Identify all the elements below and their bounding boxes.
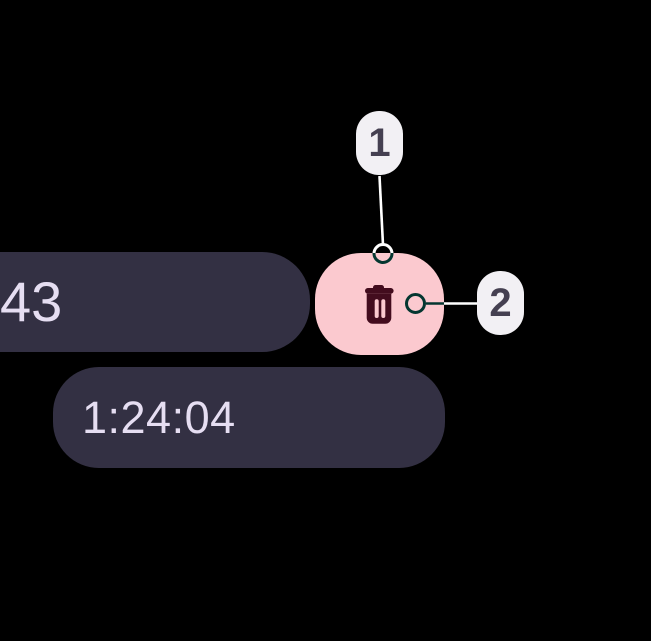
callout-badge-2-number: 2 <box>489 281 512 325</box>
recording-duration-text: 1:24:04 <box>82 392 236 443</box>
elapsed-time-text: 43 <box>0 270 63 333</box>
elapsed-time-pill: 43 <box>0 252 310 352</box>
trash-icon <box>365 284 394 324</box>
callout-badge-1-number: 1 <box>368 121 391 165</box>
callout-1-connector-line <box>378 175 385 246</box>
callout-badge-1: 1 <box>356 111 403 175</box>
recording-duration-pill: 1:24:04 <box>53 367 445 468</box>
delete-button[interactable] <box>315 253 444 355</box>
callout-badge-2: 2 <box>477 271 524 335</box>
